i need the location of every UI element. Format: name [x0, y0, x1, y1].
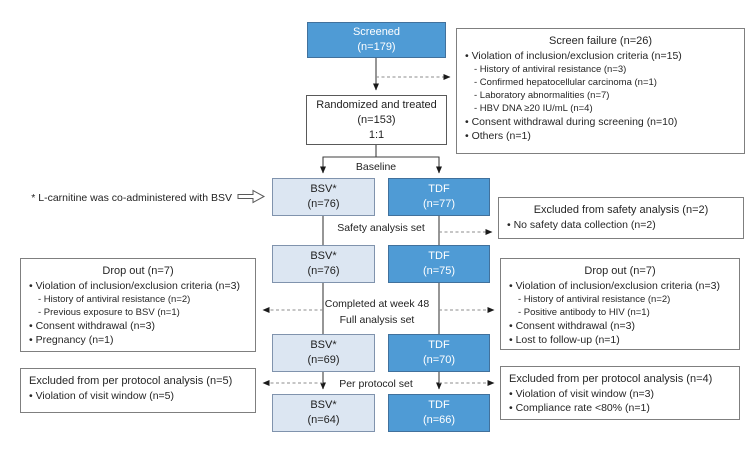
- stage-label-safety-analysis-set: Safety analysis set: [337, 222, 425, 234]
- box-line: BSV*: [310, 250, 337, 262]
- note-item: - Positive antibody to HIV (n=1): [518, 307, 650, 318]
- randomized-box: Randomized and treated (n=153) 1:1: [306, 95, 447, 145]
- dropout-right-note: Drop out (n=7) • Violation of inclusion/…: [500, 258, 740, 350]
- box-line: TDF: [428, 183, 450, 195]
- tdf-full-analysis-box: TDF (n=70): [388, 334, 490, 372]
- tdf-per-protocol-box: TDF (n=66): [388, 394, 490, 432]
- note-item: - History of antiviral resistance (n=2): [38, 294, 191, 305]
- box-line: (n=64): [307, 414, 340, 426]
- note-item: - Confirmed hepatocellular carcinoma (n=…: [474, 77, 657, 88]
- excluded-pp-left-note: Excluded from per protocol analysis (n=5…: [20, 368, 256, 413]
- note-item: - History of antiviral resistance (n=2): [518, 294, 671, 305]
- box-line: (n=69): [307, 354, 340, 366]
- note-item: - History of antiviral resistance (n=3): [474, 64, 627, 75]
- note-item: • Pregnancy (n=1): [29, 334, 114, 346]
- note-item: - HBV DNA ≥20 IU/mL (n=4): [474, 103, 593, 114]
- note-item: • Violation of visit window (n=3): [509, 388, 655, 400]
- note-item: • Compliance rate <80% (n=1): [509, 402, 650, 414]
- note-item: • Violation of inclusion/exclusion crite…: [509, 280, 720, 292]
- note-item: • No safety data collection (n=2): [507, 219, 656, 231]
- bsv-safety-box: BSV* (n=76): [272, 245, 375, 283]
- bsv-full-analysis-box: BSV* (n=69): [272, 334, 375, 372]
- box-line: Screened: [352, 26, 401, 38]
- note-item: • Lost to follow-up (n=1): [509, 334, 620, 346]
- box-line: BSV*: [310, 339, 337, 351]
- box-line: BSV*: [310, 399, 337, 411]
- hollow-arrow-icon: [237, 189, 266, 204]
- tdf-baseline-box: TDF (n=77): [388, 178, 490, 216]
- box-line: (n=76): [307, 265, 340, 277]
- note-title: Excluded from per protocol analysis (n=4…: [509, 373, 713, 385]
- box-line: (n=70): [422, 354, 456, 366]
- box-line: (n=66): [422, 414, 456, 426]
- box-line: (n=76): [307, 198, 340, 210]
- bsv-per-protocol-box: BSV* (n=64): [272, 394, 375, 432]
- carnitine-footnote: * L-carnitine was co-administered with B…: [31, 192, 232, 204]
- box-line: TDF: [428, 339, 450, 351]
- solid-arrow-lines: [320, 58, 442, 390]
- box-line: TDF: [428, 399, 450, 411]
- box-line: (n=75): [422, 265, 456, 277]
- note-item: • Others (n=1): [465, 130, 531, 142]
- box-line: 1:1: [368, 128, 385, 141]
- note-item: • Consent withdrawal (n=3): [509, 320, 635, 332]
- note-title: Drop out (n=7): [584, 265, 656, 277]
- screened-box: Screened (n=179): [307, 22, 446, 58]
- screen-failure-note: Screen failure (n=26) • Violation of inc…: [456, 28, 745, 154]
- bsv-baseline-box: BSV* (n=76): [272, 178, 375, 216]
- box-line: (n=77): [422, 198, 456, 210]
- note-item: - Laboratory abnormalities (n=7): [474, 90, 610, 101]
- note-item: • Violation of inclusion/exclusion crite…: [465, 50, 682, 62]
- dashed-arrow-lines: [262, 74, 495, 386]
- stage-label-baseline: Baseline: [355, 161, 397, 173]
- stage-label-completed-week48: Completed at week 48: [324, 298, 430, 310]
- tdf-safety-box: TDF (n=75): [388, 245, 490, 283]
- box-line: TDF: [428, 250, 450, 262]
- excluded-safety-note: Excluded from safety analysis (n=2) • No…: [498, 197, 744, 239]
- box-line: Randomized and treated: [316, 98, 437, 111]
- stage-label-full-analysis-set: Full analysis set: [339, 314, 415, 326]
- stage-label-per-protocol-set: Per protocol set: [339, 378, 413, 390]
- note-item: • Consent withdrawal (n=3): [29, 320, 155, 332]
- note-item: - Previous exposure to BSV (n=1): [38, 307, 180, 318]
- note-title: Screen failure (n=26): [548, 35, 653, 47]
- note-title: Excluded from safety analysis (n=2): [533, 204, 709, 216]
- note-item: • Violation of visit window (n=5): [29, 390, 175, 402]
- excluded-pp-right-note: Excluded from per protocol analysis (n=4…: [500, 366, 740, 420]
- note-title: Excluded from per protocol analysis (n=5…: [29, 375, 233, 387]
- dropout-left-note: Drop out (n=7) • Violation of inclusion/…: [20, 258, 256, 352]
- note-item: • Consent withdrawal during screening (n…: [465, 116, 678, 128]
- note-item: • Violation of inclusion/exclusion crite…: [29, 280, 240, 292]
- box-line: BSV*: [310, 183, 337, 195]
- note-title: Drop out (n=7): [102, 265, 174, 277]
- box-line: (n=179): [357, 41, 396, 53]
- box-line: (n=153): [357, 113, 396, 126]
